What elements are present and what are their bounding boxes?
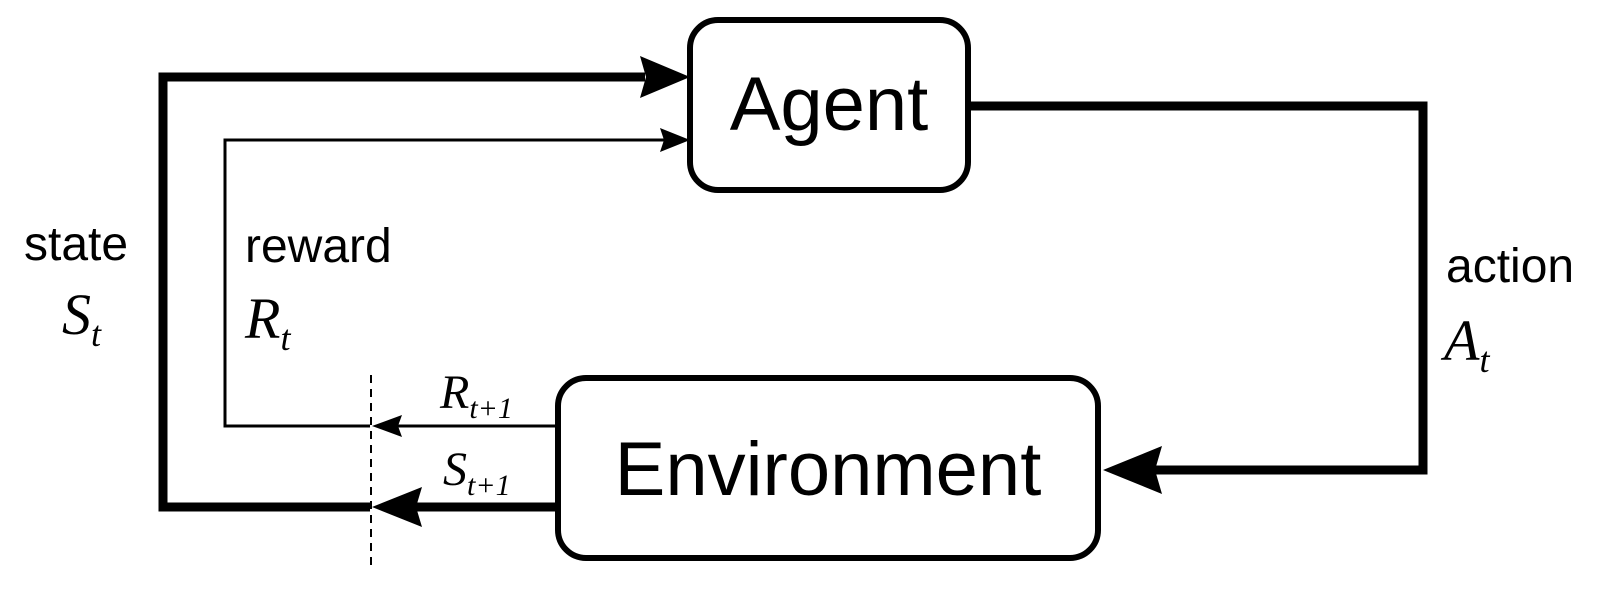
state-word: state [24, 218, 128, 271]
next-reward-symbol: Rt+1 [439, 366, 513, 425]
next-reward-arrowhead [372, 415, 402, 437]
reward-symbol: Rt [244, 286, 291, 358]
next-state-arrowhead [372, 487, 422, 527]
reward-arrow [223, 128, 690, 437]
action-label-group: action At [1440, 240, 1574, 380]
reward-arrowhead [660, 128, 690, 152]
agent-node: Agent [687, 17, 971, 193]
state-label-group: state St [24, 218, 128, 354]
action-line [968, 101, 1428, 475]
reward-label-group: reward Rt [244, 220, 392, 358]
action-symbol: At [1440, 308, 1490, 380]
next-state-symbol: St+1 [443, 443, 511, 502]
reward-word: reward [245, 220, 392, 273]
action-word: action [1446, 240, 1574, 293]
reward-line [223, 138, 665, 428]
agent-label: Agent [730, 62, 929, 147]
action-arrowhead [1103, 446, 1162, 494]
state-line [158, 72, 645, 512]
environment-node: Environment [555, 375, 1101, 561]
state-symbol: St [62, 282, 102, 354]
state-arrow [158, 56, 690, 527]
environment-box [555, 375, 1101, 561]
environment-label: Environment [615, 427, 1042, 512]
state-arrowhead [640, 56, 690, 98]
action-arrow [968, 101, 1428, 494]
